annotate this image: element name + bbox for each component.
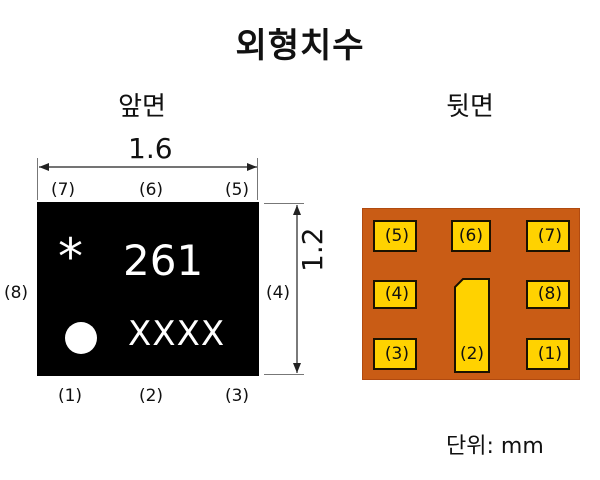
front-pin-label-1: (1) xyxy=(57,386,83,406)
front-pin-label-3: (3) xyxy=(224,386,250,406)
back-pad-5: (5) xyxy=(373,220,417,252)
front-pin-label-4: (4) xyxy=(265,283,291,303)
unit-note: 단위: mm xyxy=(446,434,544,459)
front-heading: 앞면 xyxy=(118,92,166,122)
back-pad-7: (7) xyxy=(526,220,570,252)
height-extension-line-top xyxy=(264,203,304,204)
front-pin-label-7: (7) xyxy=(50,180,76,200)
marking-code: 261 xyxy=(123,236,204,285)
pin1-dot-icon xyxy=(65,322,97,354)
width-extension-line-right xyxy=(257,158,258,200)
height-dimension-arrow-icon xyxy=(293,205,301,373)
width-dimension-arrow-icon xyxy=(39,163,257,171)
front-pin-label-8: (8) xyxy=(3,283,29,303)
back-pad-8: (8) xyxy=(526,280,570,309)
front-pin-label-2: (2) xyxy=(138,386,164,406)
back-pad-1: (1) xyxy=(526,338,570,370)
front-pin-label-5: (5) xyxy=(224,180,250,200)
width-extension-line-left xyxy=(37,158,38,200)
page-title: 외형치수 xyxy=(235,26,365,66)
marking-lot: XXXX xyxy=(128,314,226,354)
back-pad-2: (2) xyxy=(459,344,485,364)
height-dimension-label: 1.2 xyxy=(296,227,329,272)
back-pad-2-shape-icon xyxy=(454,278,490,373)
back-pad-3: (3) xyxy=(373,338,417,370)
height-extension-line-bottom xyxy=(264,374,304,375)
back-pad-4: (4) xyxy=(373,280,417,309)
back-heading: 뒷면 xyxy=(446,92,494,122)
back-pad-6: (6) xyxy=(451,220,491,252)
front-pin-label-6: (6) xyxy=(138,180,164,200)
width-dimension-label: 1.6 xyxy=(128,132,173,165)
marking-asterisk: * xyxy=(58,228,83,286)
